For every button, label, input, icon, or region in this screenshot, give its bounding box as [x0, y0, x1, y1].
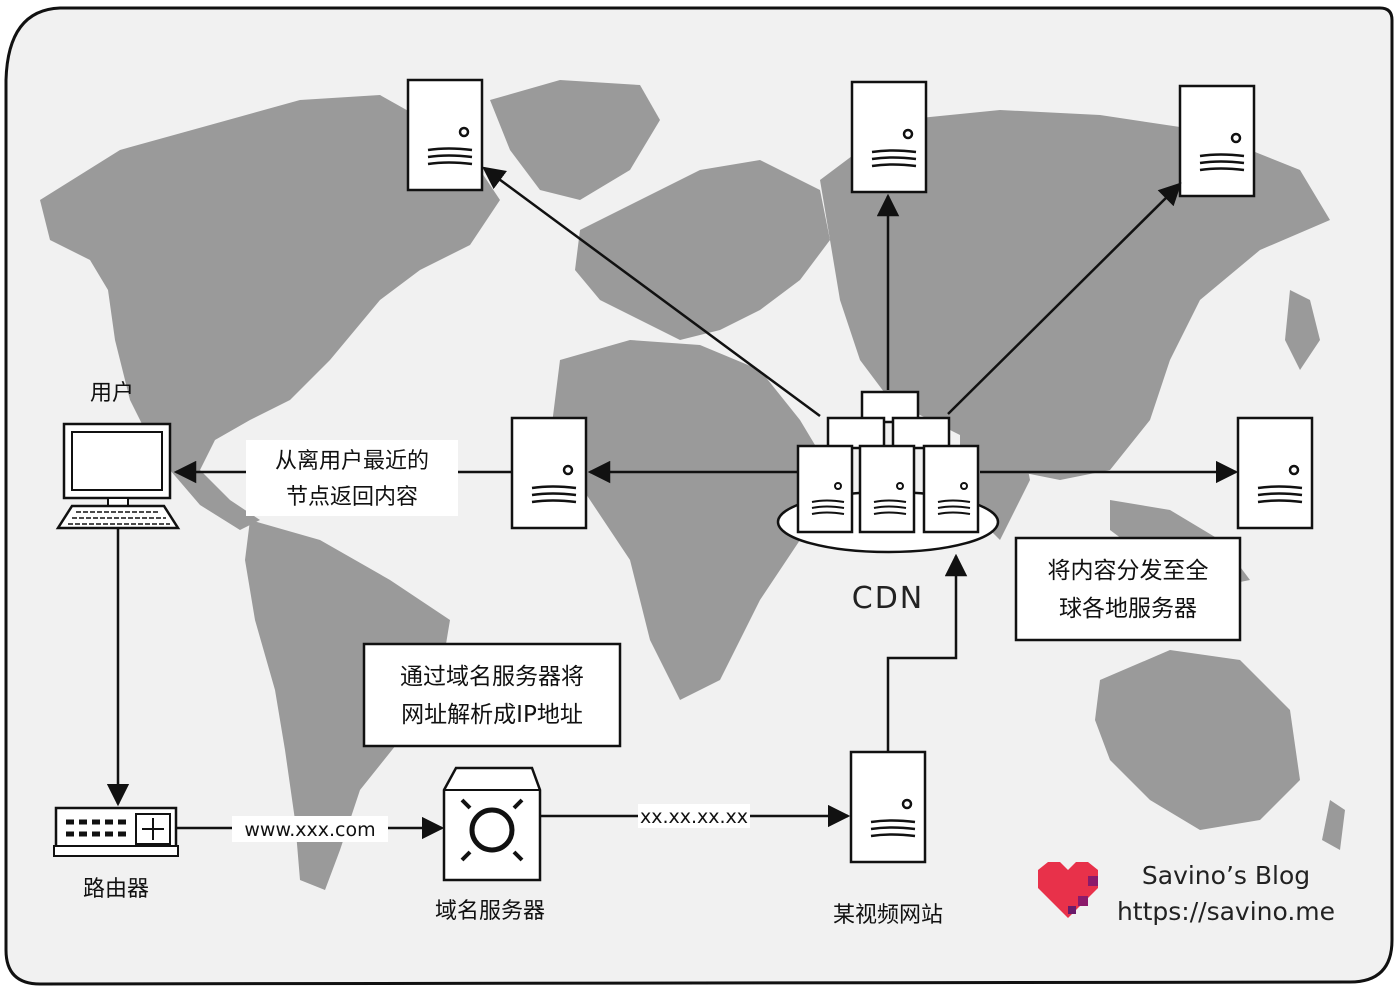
- edge-server-east-asia: [1178, 84, 1256, 198]
- edge-server-north-america: [406, 78, 484, 192]
- edge-server-southeast-asia: [1236, 416, 1314, 530]
- edge-origin-to-cdn: [886, 553, 968, 752]
- cdn-server-front-center: [858, 444, 916, 534]
- url-label: www.xxx.com: [244, 819, 375, 841]
- url-label-pad: [232, 816, 388, 842]
- user-label: 用户: [90, 381, 134, 406]
- cdn-server-front-left: [796, 444, 854, 534]
- ip-label: xx.xx.xx.xx: [640, 806, 748, 828]
- edge-cdn-to-east-asia: [947, 182, 1182, 415]
- ip-label-pad: [638, 804, 750, 828]
- nearest-note-line1: 从离用户最近的: [275, 449, 429, 474]
- edge-cdn-to-north-america: [482, 166, 821, 418]
- distribute-note-line1: 将内容分发至全: [1048, 558, 1209, 584]
- dns-server: [442, 766, 542, 882]
- router-label: 路由器: [83, 877, 149, 902]
- cdn-cluster: [776, 390, 1000, 554]
- dns-note-line1: 通过域名服务器将: [400, 664, 584, 690]
- edge-server-europe: [850, 80, 928, 194]
- dns-note-line2: 网址解析成IP地址: [401, 702, 583, 728]
- cdn-server-mid-right: [891, 416, 951, 450]
- heart-logo: [1038, 862, 1098, 918]
- blog-name: Savino’s Blog: [1142, 861, 1310, 890]
- cdn-server-front-right: [922, 444, 980, 534]
- distribute-note-box: [1014, 536, 1242, 642]
- nearest-note-line2: 节点返回内容: [286, 485, 418, 510]
- world-map: [40, 80, 1345, 890]
- blog-url: https://savino.me: [1117, 897, 1335, 926]
- cdn-label: CDN: [852, 581, 925, 616]
- dns-note-box: [362, 642, 622, 748]
- origin-label: 某视频网站: [833, 903, 943, 928]
- distribute-note-line2: 球各地服务器: [1059, 596, 1197, 622]
- dns-label: 域名服务器: [435, 899, 545, 924]
- edge-server-africa: [510, 416, 588, 530]
- router-device: [53, 806, 179, 857]
- cdn-server-mid-left: [826, 416, 886, 450]
- origin-server: [849, 750, 927, 864]
- nearest-note-pad: [246, 440, 458, 516]
- user-computer: [55, 422, 181, 530]
